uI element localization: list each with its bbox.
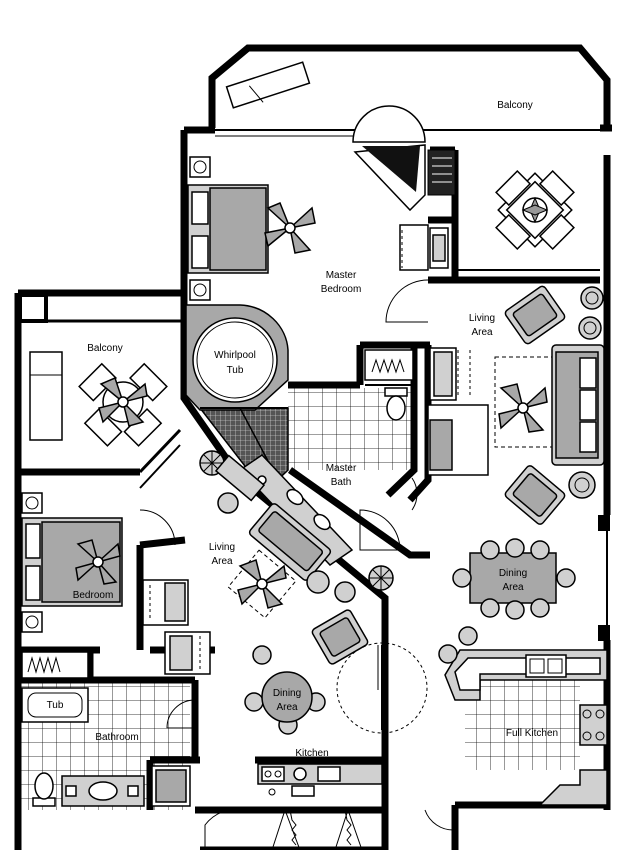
- nightstand-left-top: [21, 492, 43, 514]
- label-master-bath: Master: [326, 463, 357, 474]
- balcony-dining-set-left: [78, 362, 168, 447]
- side-table-3: [568, 471, 596, 499]
- ceiling-fan-left: [237, 559, 287, 609]
- label-dining-left: Dining: [273, 688, 301, 699]
- bedroom-closet: [142, 579, 189, 626]
- side-table-2: [578, 316, 602, 340]
- linen-cabinet: [151, 765, 191, 807]
- label-bedroom: Bedroom: [73, 590, 114, 601]
- toilet-master: [384, 387, 408, 421]
- fireplace-living: [427, 404, 489, 476]
- nightstand-left-bottom: [21, 611, 43, 633]
- lounge-chair-left: [29, 351, 63, 441]
- label-master-bedroom: Master: [326, 270, 357, 281]
- door-bedroom: [139, 509, 176, 546]
- label-living-area-left-2: Area: [211, 556, 233, 567]
- full-kitchen-floor: [465, 680, 580, 770]
- door-master-bedroom: [385, 279, 429, 323]
- label-tub: Tub: [47, 700, 64, 711]
- label-balcony-left: Balcony: [87, 343, 123, 354]
- ceiling-fan-master: [264, 202, 316, 254]
- label-whirlpool-tub: Tub: [227, 365, 244, 376]
- lounge-chair: [225, 61, 311, 109]
- ceiling-fan-living: [498, 383, 548, 433]
- master-bed: [187, 184, 269, 274]
- rug-right: [494, 356, 561, 448]
- plant-2: [368, 565, 394, 591]
- room-labels: Balcony Master Bedroom Living Area Balco…: [47, 100, 559, 759]
- label-kitchen: Kitchen: [295, 748, 328, 759]
- label-master-bath-2: Bath: [331, 477, 352, 488]
- fireplace: [353, 144, 456, 212]
- label-full-kitchen: Full Kitchen: [506, 728, 558, 739]
- round-table-top: [352, 105, 426, 143]
- end-table-left-2: [306, 570, 330, 594]
- end-table-left: [217, 492, 239, 514]
- door-master-bath: [359, 509, 401, 551]
- full-kitchen-counters: [438, 626, 608, 806]
- dining-set-right: [452, 538, 576, 620]
- door-bathroom: [166, 699, 196, 729]
- label-dining-right-2: Area: [502, 582, 524, 593]
- bottom-doors: [204, 808, 456, 850]
- label-whirlpool: Whirlpool: [214, 350, 256, 361]
- label-master-bedroom-2: Bedroom: [321, 284, 362, 295]
- closet-master: [399, 224, 449, 271]
- sofa-left: [248, 503, 332, 581]
- bathroom-closet-heater: [21, 651, 89, 679]
- end-table-left-3: [334, 581, 356, 603]
- label-balcony-top: Balcony: [497, 100, 533, 111]
- label-living-area-left: Living: [209, 542, 235, 553]
- label-living-area-right-2: Area: [471, 327, 493, 338]
- master-closet-right: [429, 347, 471, 401]
- bathroom-vanity: [61, 775, 145, 807]
- master-vanity: [238, 454, 354, 566]
- master-bath-closet: [364, 349, 414, 386]
- nightstand-top: [189, 156, 211, 178]
- armchair-left: [311, 609, 369, 665]
- entry-door-swing: [336, 642, 428, 734]
- console-table: [214, 454, 266, 502]
- bathroom-toilet: [32, 772, 56, 807]
- armchair-bottom-right: [504, 465, 566, 525]
- balcony-dining-set-top: [495, 170, 575, 250]
- sofa-right: [551, 344, 605, 466]
- label-bathroom: Bathroom: [95, 732, 138, 743]
- ceiling-fan-bedroom: [75, 539, 121, 585]
- nightstand-bottom: [189, 279, 211, 301]
- bedroom-bed: [21, 517, 123, 607]
- dining-set-left: [244, 645, 326, 735]
- label-dining-right: Dining: [499, 568, 527, 579]
- label-living-area-right: Living: [469, 313, 495, 324]
- side-table-1: [580, 286, 604, 310]
- armchair-top-right: [504, 285, 566, 345]
- whirlpool-tub: [185, 304, 289, 411]
- kitchen-counter: [257, 763, 383, 797]
- hall-closet: [164, 631, 211, 675]
- label-dining-left-2: Area: [276, 702, 298, 713]
- bathroom-tub: [21, 687, 89, 723]
